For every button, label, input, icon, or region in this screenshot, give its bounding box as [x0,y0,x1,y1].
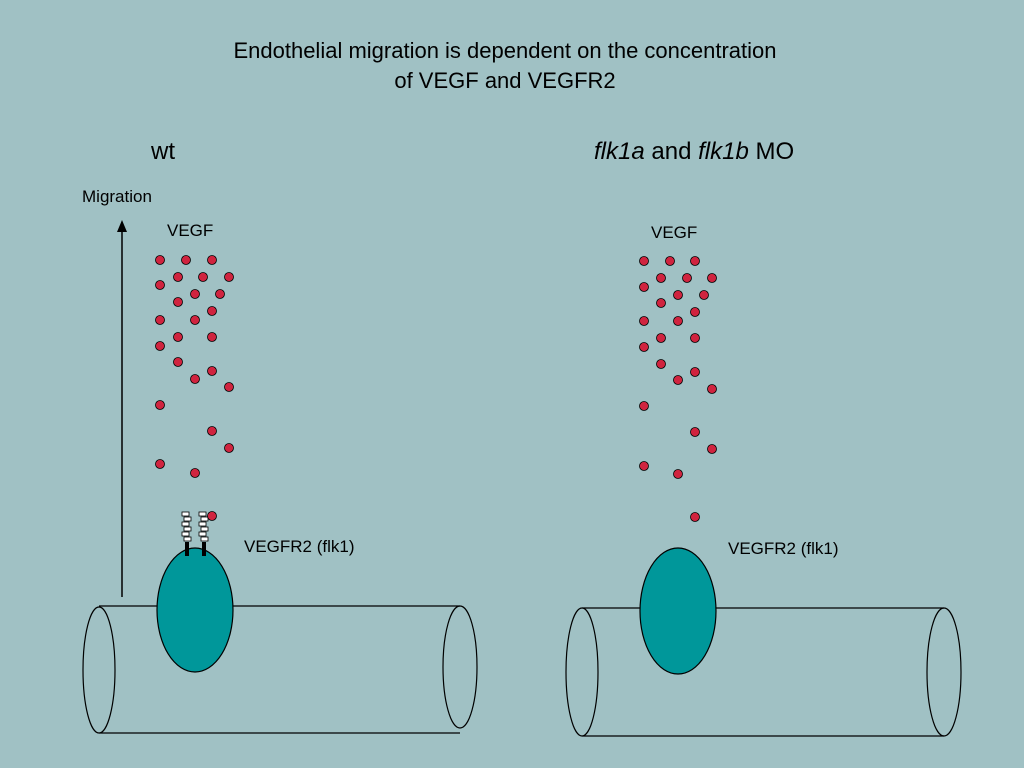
wt-vegf-dot [155,341,165,351]
mo-vegf-dots [639,256,717,522]
mo-vegf-dot [665,256,675,266]
mo-vegf-dot [656,333,666,343]
mo-vegf-label: VEGF [651,223,698,242]
mo-vegf-dot [690,427,700,437]
mo-vegf-dot [673,290,683,300]
wt-vegf-dot [224,443,234,453]
wt-vessel-near-end [82,606,116,734]
wt-vegf-dot [207,366,217,376]
mo-vessel-far-end [926,607,962,737]
migration-arrow-head-icon [117,220,127,232]
wt-vegf-dot [207,332,217,342]
wt-vegf-dot [215,289,225,299]
mo-vegf-dot [656,298,666,308]
wt-vegf-dot [181,255,191,265]
wt-vegf-dot [173,357,183,367]
wt-vegf-dot [155,459,165,469]
mo-vegf-dot [639,256,649,266]
mo-vegf-dot [639,461,649,471]
mo-vegf-dot [639,401,649,411]
wt-vegf-dot [198,272,208,282]
mo-vegf-dot [656,359,666,369]
wt-vegf-dot [207,426,217,436]
mo-vessel-near-end [565,607,599,737]
wt-vegf-dot [190,374,200,384]
mo-vegf-dot [682,273,692,283]
wt-vegf-dot [173,272,183,282]
mo-vegf-dot [639,282,649,292]
wt-vegf-label: VEGF [167,221,214,240]
mo-receptor-label: VEGFR2 (flk1) [728,539,839,558]
wt-vegf-dot [224,382,234,392]
mo-vegf-dot [690,512,700,522]
receptor-domains-1 [181,511,192,542]
wt-vegf-dot [190,315,200,325]
mo-endothelial-cell [639,547,717,675]
mo-vegf-dot [673,469,683,479]
mo-vegf-dot [699,290,709,300]
mo-vegf-dot [707,444,717,454]
slide-title: Endothelial migration is dependent on th… [0,36,1010,96]
wt-vegf-dot [190,468,200,478]
wt-vegf-dot [173,332,183,342]
mo-text: MO [748,138,795,165]
wt-vegf-dot [155,400,165,410]
mo-vegf-dot [673,375,683,385]
wt-vegf-dot [155,255,165,265]
wt-vegf-dot [190,289,200,299]
wt-vessel-far-end [442,605,478,729]
wt-vegf-dot [207,511,217,521]
wt-heading: wt [151,138,175,165]
wt-vegfr2-receptors [181,511,209,556]
title-line-2: of VEGF and VEGFR2 [394,68,616,93]
wt-endothelial-cell [156,547,234,673]
wt-vegf-dots [155,255,234,521]
wt-vegf-dot [155,315,165,325]
and-text: and [644,138,699,165]
receptor-stem-1 [185,542,189,556]
migration-axis-label: Migration [82,187,152,206]
mo-vegf-dot [707,384,717,394]
wt-vegf-dot [224,272,234,282]
mo-vessel [565,607,962,737]
wt-vegf-dot [155,280,165,290]
wt-vegf-dot [207,306,217,316]
mo-vegf-dot [639,342,649,352]
flk1b-text: flk1b [698,138,749,165]
wt-vegf-dot [207,255,217,265]
flk1a-text: flk1a [594,138,645,165]
wt-vegf-dot [173,297,183,307]
mo-vegf-dot [673,316,683,326]
wt-receptor-label: VEGFR2 (flk1) [244,537,355,556]
morphant-heading: flk1a and flk1b MO [594,138,794,166]
mo-vegf-dot [690,307,700,317]
receptor-stem-2 [202,542,206,556]
mo-vegf-dot [690,256,700,266]
mo-vegf-dot [656,273,666,283]
mo-vegf-dot [639,316,649,326]
receptor-domains-2 [198,511,209,542]
mo-vegf-dot [690,367,700,377]
wt-vessel [82,605,478,734]
title-line-1: Endothelial migration is dependent on th… [233,38,777,63]
mo-vegf-dot [690,333,700,343]
mo-vegf-dot [707,273,717,283]
